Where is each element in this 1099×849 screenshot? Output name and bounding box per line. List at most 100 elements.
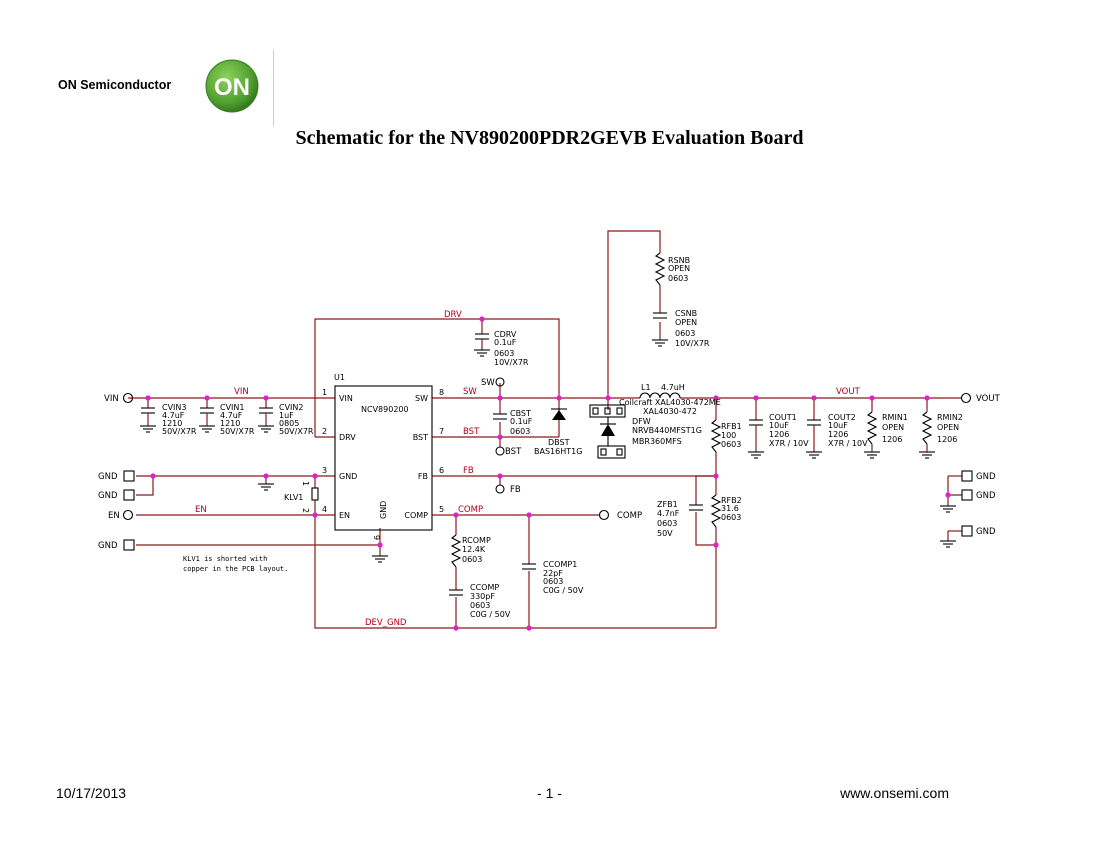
res-rfb2	[710, 494, 722, 528]
svg-text:FB: FB	[510, 485, 521, 495]
footer-date: 10/17/2013	[56, 785, 127, 801]
res-rmin2	[921, 411, 933, 445]
svg-text:VIN: VIN	[104, 394, 119, 404]
port-gnd-4	[961, 470, 973, 482]
svg-text:50V/X7R: 50V/X7R	[279, 427, 314, 436]
svg-text:10uF: 10uF	[769, 421, 789, 430]
ground-icon	[806, 451, 822, 459]
svg-text:4.7uH: 4.7uH	[661, 383, 685, 392]
svg-text:1206: 1206	[937, 435, 957, 444]
svg-text:9: 9	[372, 535, 381, 540]
svg-text:NCV890200: NCV890200	[361, 405, 409, 414]
port-gnd-1	[123, 470, 135, 482]
cap-cdrv	[475, 333, 489, 350]
svg-text:0805: 0805	[279, 419, 299, 428]
svg-text:C0G / 50V: C0G / 50V	[470, 610, 511, 619]
net-labels: VIN DRV SW BST FB COMP EN VOUT DEV_GND	[195, 310, 861, 628]
svg-text:XAL4030-472: XAL4030-472	[643, 407, 697, 416]
cap-ccomp1	[522, 563, 536, 570]
res-rfb1	[710, 419, 722, 453]
svg-text:MBR360MFS: MBR360MFS	[632, 437, 682, 446]
svg-text:6: 6	[439, 466, 444, 475]
svg-text:BST: BST	[463, 427, 480, 437]
svg-text:CSNB: CSNB	[675, 309, 697, 318]
port-gnd-6	[961, 525, 973, 537]
svg-text:1206: 1206	[882, 435, 902, 444]
inductor-l1	[639, 392, 681, 399]
svg-text:0603: 0603	[721, 440, 741, 449]
svg-text:1uF: 1uF	[279, 411, 294, 420]
ground-icon	[864, 451, 880, 459]
svg-text:BAS16HT1G: BAS16HT1G	[534, 447, 582, 456]
svg-text:U1: U1	[334, 373, 345, 382]
svg-text:RFB1: RFB1	[721, 422, 742, 431]
res-rsnb	[654, 252, 666, 286]
port-vin	[122, 392, 134, 404]
svg-text:GND: GND	[379, 501, 388, 519]
testpoint-sw	[495, 377, 505, 387]
svg-text:Coilcraft XAL4030-472ME: Coilcraft XAL4030-472ME	[619, 398, 721, 407]
document-title: Schematic for the NV890200PDR2GEVB Evalu…	[295, 127, 804, 149]
svg-text:DRV: DRV	[444, 310, 462, 320]
svg-text:0603: 0603	[668, 274, 688, 283]
port-comp	[598, 509, 610, 521]
svg-text:NRVB440MFST1G: NRVB440MFST1G	[632, 426, 702, 435]
svg-text:10V/X7R: 10V/X7R	[494, 358, 529, 367]
svg-text:0.1uF: 0.1uF	[510, 417, 533, 426]
ground-icon	[652, 339, 668, 347]
svg-text:0603: 0603	[675, 329, 695, 338]
svg-text:DBST: DBST	[548, 438, 570, 447]
svg-text:GND: GND	[98, 491, 118, 501]
svg-text:1210: 1210	[220, 419, 240, 428]
ports: VIN GND GND EN GND SW BST FB COMP VOUT G…	[98, 377, 1001, 551]
svg-text:RFB2: RFB2	[721, 496, 742, 505]
svg-text:EN: EN	[195, 505, 207, 515]
res-rcomp	[450, 534, 462, 568]
res-rmin1	[866, 411, 878, 445]
svg-text:GND: GND	[976, 472, 996, 482]
svg-text:7: 7	[439, 427, 444, 436]
svg-text:CVIN1: CVIN1	[220, 403, 245, 412]
svg-text:CDRV: CDRV	[494, 330, 517, 339]
cap-cout2	[807, 419, 821, 452]
svg-text:OPEN: OPEN	[675, 318, 697, 327]
port-gnd-3	[123, 539, 135, 551]
svg-text:OPEN: OPEN	[882, 423, 904, 432]
svg-text:0603: 0603	[470, 601, 490, 610]
logo-text: ON	[214, 74, 250, 101]
ground-icon	[919, 451, 935, 459]
svg-text:0603: 0603	[462, 555, 482, 564]
ground-icon	[940, 505, 956, 513]
svg-text:CVIN3: CVIN3	[162, 403, 187, 412]
component-labels: CVIN3 4.7uF 1210 50V/X7R CVIN1 4.7uF 121…	[162, 256, 963, 619]
svg-text:COMP: COMP	[404, 511, 428, 520]
diode-dfw	[589, 404, 626, 459]
svg-text:GND: GND	[976, 527, 996, 537]
svg-text:0603: 0603	[494, 349, 514, 358]
footer-website: www.onsemi.com	[840, 785, 949, 801]
ground-icon	[940, 540, 956, 548]
svg-text:RMIN1: RMIN1	[882, 413, 908, 422]
svg-text:4.7uF: 4.7uF	[162, 411, 185, 420]
svg-text:330pF: 330pF	[470, 592, 495, 601]
header-divider	[273, 50, 274, 126]
svg-text:31.6: 31.6	[721, 504, 739, 513]
cap-cbst	[493, 413, 507, 420]
svg-text:COUT1: COUT1	[769, 413, 797, 422]
svg-text:DEV_GND: DEV_GND	[365, 618, 407, 628]
cap-cvin2	[259, 407, 273, 426]
wire-drv	[314, 318, 560, 437]
svg-text:DFW: DFW	[632, 417, 651, 426]
svg-text:FB: FB	[463, 466, 474, 476]
testpoint-bst	[495, 446, 505, 456]
ground-icon	[372, 555, 388, 563]
ground-symbols	[140, 339, 956, 563]
diode-dbst	[551, 408, 567, 420]
svg-text:0603: 0603	[721, 513, 741, 522]
cap-csnb	[653, 312, 667, 319]
svg-text:1: 1	[301, 481, 310, 486]
svg-text:X7R / 10V: X7R / 10V	[828, 439, 868, 448]
svg-text:EN: EN	[108, 511, 120, 521]
ic-u1: U1 NCV890200 VIN DRV GND EN SW BST FB CO…	[322, 373, 444, 540]
